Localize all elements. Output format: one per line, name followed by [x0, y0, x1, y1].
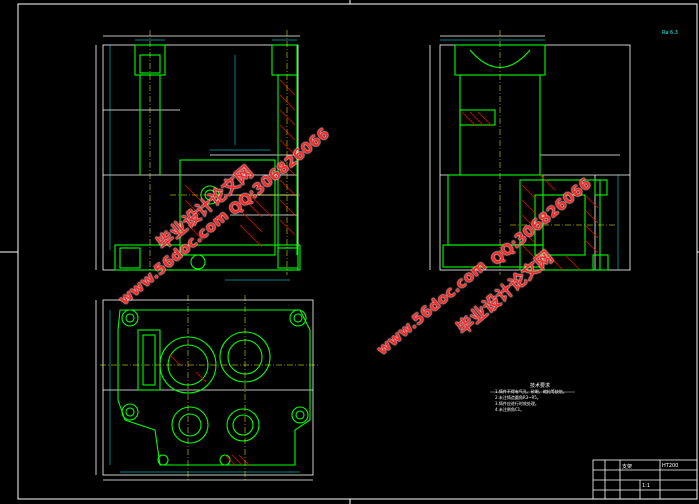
tech-note-line: 4.未注倒角C1。 — [495, 407, 525, 412]
title-block-scale: 1:1 — [642, 483, 651, 489]
tech-note-line: 3.铸件应进行时效处理。 — [495, 401, 539, 406]
tech-notes: 技术要求 1.铸件不得有气孔、砂眼、缩松等缺陷。 2.未注铸造圆角R3~R5。 … — [495, 383, 585, 413]
title-block-material: HT200 — [662, 463, 679, 469]
title-block — [592, 459, 698, 500]
tech-note-line: 2.未注铸造圆角R3~R5。 — [495, 395, 541, 400]
side-view — [429, 30, 631, 275]
top-view — [95, 295, 320, 481]
tech-note-line: 1.铸件不得有气孔、砂眼、缩松等缺陷。 — [495, 389, 567, 394]
roughness-symbol: Ra 6.3 — [662, 30, 678, 36]
tech-notes-title: 技术要求 — [529, 383, 550, 389]
title-block-part-name: 支架 — [622, 464, 633, 470]
front-view — [95, 30, 301, 281]
